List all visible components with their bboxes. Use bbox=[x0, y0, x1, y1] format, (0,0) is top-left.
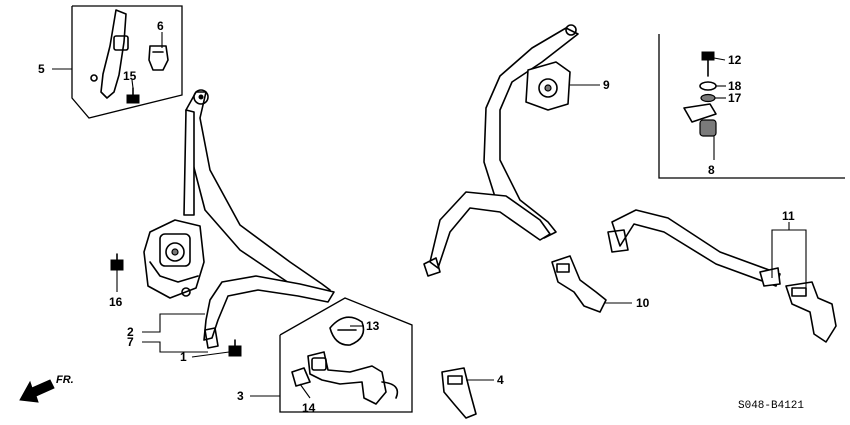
leader-lines bbox=[52, 32, 807, 399]
callout-labels: 5 6 15 16 2 7 1 3 14 13 4 9 10 12 18 17 … bbox=[38, 19, 795, 415]
rear-belt-buckle-group bbox=[279, 297, 477, 419]
front-retractor bbox=[143, 219, 205, 299]
direction-label: FR. bbox=[56, 374, 74, 386]
center-lap-webbing bbox=[611, 209, 781, 287]
center-tongue bbox=[759, 267, 781, 287]
rear-lap-webbing bbox=[429, 191, 551, 269]
callout-2: 2 bbox=[127, 325, 134, 339]
callout-5: 5 bbox=[38, 62, 45, 76]
trim-clip bbox=[90, 74, 98, 82]
front-direction-arrow: FR. bbox=[19, 374, 74, 403]
callout-18: 18 bbox=[728, 79, 742, 93]
callout-1: 1 bbox=[180, 350, 187, 364]
belt-guide-clip[interactable] bbox=[148, 45, 169, 71]
callout-6: 6 bbox=[157, 19, 164, 33]
front-seat-belt-assembly[interactable] bbox=[110, 89, 335, 357]
hardware-kit-frame bbox=[658, 34, 845, 179]
buckle-harness[interactable] bbox=[307, 351, 387, 405]
diagram-code: S048-B4121 bbox=[738, 400, 804, 412]
rear-shoulder-webbing bbox=[483, 27, 579, 239]
buckle-group-frame bbox=[279, 297, 413, 413]
center-belt-assembly[interactable] bbox=[607, 209, 837, 343]
pillar-adjuster-trim[interactable] bbox=[100, 9, 127, 99]
rear-upper-anchor bbox=[565, 24, 577, 36]
callout-7: 7 bbox=[127, 335, 134, 349]
pillar-trim-group bbox=[71, 5, 183, 119]
hardware-kit-group bbox=[658, 34, 845, 179]
arrow-icon bbox=[19, 379, 55, 403]
cable-clip-13[interactable] bbox=[329, 316, 365, 346]
rear-shoulder-belt-assembly[interactable] bbox=[423, 24, 607, 313]
callout-9: 9 bbox=[603, 78, 610, 92]
washer-18[interactable] bbox=[699, 81, 717, 91]
spacer-collar bbox=[699, 119, 717, 137]
flange-bolt-15[interactable] bbox=[126, 94, 140, 104]
callout-11: 11 bbox=[782, 209, 795, 223]
callout-4: 4 bbox=[497, 373, 504, 387]
callout-8: 8 bbox=[708, 163, 715, 177]
callout-13: 13 bbox=[366, 319, 380, 333]
callout-15: 15 bbox=[123, 69, 137, 83]
front-shoulder-belt bbox=[185, 91, 331, 301]
rear-retractor-9[interactable] bbox=[525, 61, 571, 111]
shoulder-anchor bbox=[193, 89, 209, 105]
callout-16: 16 bbox=[109, 295, 123, 309]
pillar-trim-frame bbox=[71, 5, 183, 119]
lap-anchor-plate bbox=[204, 327, 219, 349]
callout-17: 17 bbox=[728, 91, 742, 105]
adjuster-knob bbox=[113, 35, 129, 51]
front-lap-belt bbox=[203, 275, 335, 341]
flange-bolt-16[interactable] bbox=[110, 259, 124, 271]
buckle-10[interactable] bbox=[551, 255, 607, 313]
washer-17[interactable] bbox=[700, 93, 716, 103]
bolt-12[interactable] bbox=[701, 51, 715, 61]
bracket-14[interactable] bbox=[291, 367, 311, 387]
callout-3: 3 bbox=[237, 389, 244, 403]
callout-14: 14 bbox=[302, 401, 316, 415]
center-buckle bbox=[785, 281, 837, 343]
seat-belt-buckle-4[interactable] bbox=[441, 367, 477, 419]
callout-12: 12 bbox=[728, 53, 742, 67]
anchor-bolt-1[interactable] bbox=[228, 345, 242, 357]
front-belt-webbing bbox=[183, 109, 195, 216]
callout-10: 10 bbox=[636, 296, 650, 310]
anchor-bracket bbox=[683, 103, 717, 123]
